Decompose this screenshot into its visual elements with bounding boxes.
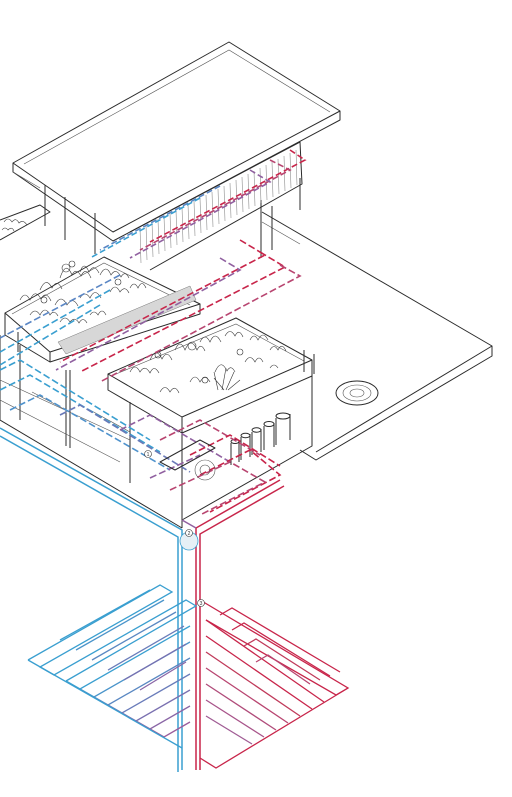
riser-pipes bbox=[0, 427, 285, 772]
round-hatch-icon bbox=[335, 380, 379, 406]
marker-2: 2 bbox=[185, 529, 193, 537]
marker-3: 3 bbox=[197, 599, 205, 607]
manifold-unit bbox=[159, 439, 216, 481]
planter-vegetation-lower bbox=[129, 331, 287, 394]
floor-heating-loops-upper bbox=[0, 239, 302, 383]
svg-text:2: 2 bbox=[188, 531, 191, 537]
roof-supports bbox=[44, 178, 301, 258]
svg-text:3: 3 bbox=[200, 601, 203, 607]
marker-1: 1 bbox=[144, 450, 152, 458]
ground-slab bbox=[261, 211, 493, 461]
ground-loop-field bbox=[27, 584, 350, 769]
left-wing bbox=[0, 204, 51, 241]
slatted-screen bbox=[129, 141, 303, 271]
skylight-glazing bbox=[57, 285, 197, 355]
roof-slab bbox=[12, 41, 341, 242]
floor-heating-loops-lower bbox=[0, 359, 282, 516]
planter-box-lower bbox=[107, 317, 313, 434]
svg-text:1: 1 bbox=[147, 452, 150, 458]
floor-heating-loops-roof bbox=[89, 149, 307, 259]
storage-tanks bbox=[230, 412, 291, 465]
lower-house-walls bbox=[0, 335, 313, 529]
